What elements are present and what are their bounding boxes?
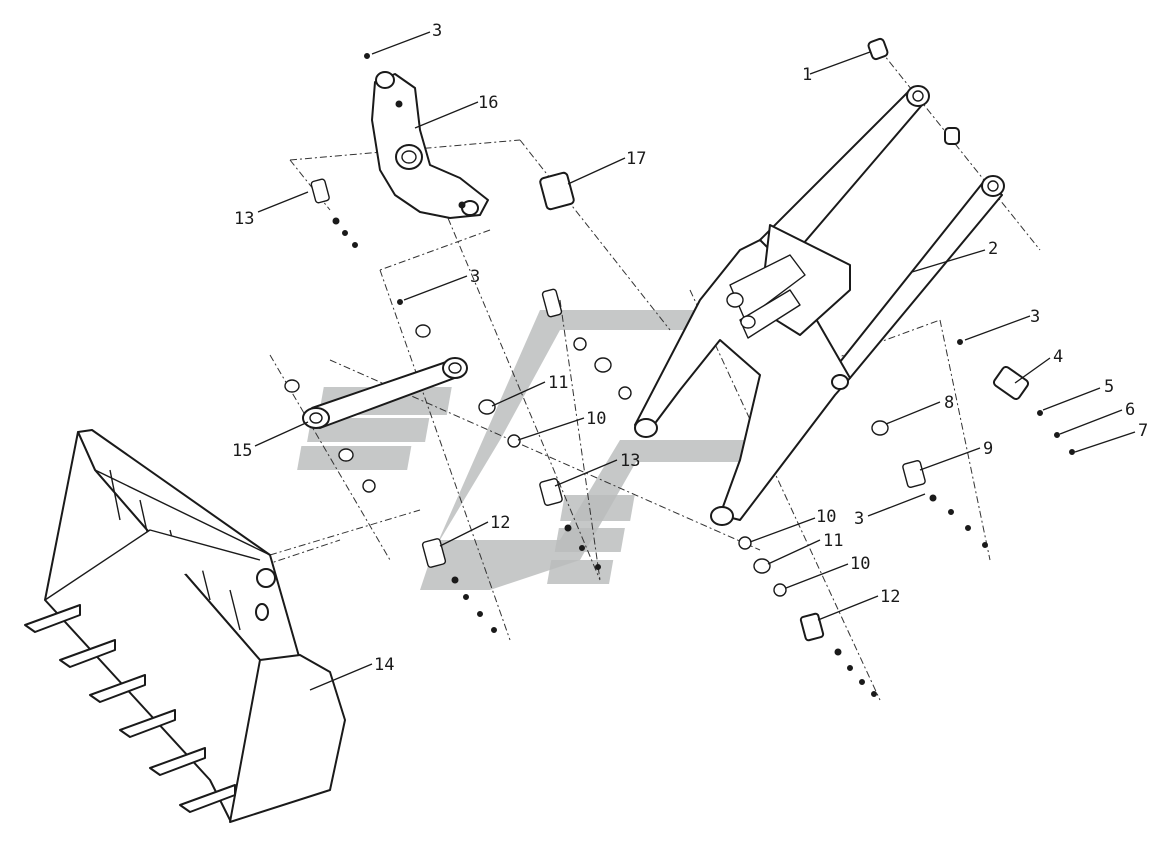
- callout-13-left: 13: [234, 209, 254, 229]
- boom-arm-icon: [634, 85, 1005, 526]
- callout-8: 8: [944, 393, 954, 413]
- callout-1: 1: [802, 65, 812, 85]
- callout-3-lower: 3: [854, 509, 864, 529]
- callout-3-right: 3: [1030, 307, 1040, 327]
- callout-11-left: 11: [548, 373, 568, 393]
- callout-3-top: 3: [432, 21, 442, 41]
- callout-11-right: 11: [823, 531, 843, 551]
- bucket-teeth: [24, 604, 236, 813]
- callout-5: 5: [1104, 377, 1114, 397]
- callout-13-mid: 13: [620, 451, 640, 471]
- callout-2: 2: [988, 239, 998, 259]
- leader-lines: [254, 31, 1136, 691]
- callout-labels: 1 2 3 16 17 13 3 3 4 5 6 7 8 9 11 10 13 …: [232, 21, 1148, 675]
- rocker-arm-icon: [371, 71, 489, 219]
- callout-3-mid: 3: [470, 267, 480, 287]
- callout-9: 9: [983, 439, 993, 459]
- callout-15: 15: [232, 441, 252, 461]
- callout-16: 16: [478, 93, 498, 113]
- bucket-icon: [24, 429, 346, 823]
- callout-12-left: 12: [490, 513, 510, 533]
- callout-6: 6: [1125, 400, 1135, 420]
- callout-12-right: 12: [880, 587, 900, 607]
- assembly-axes: [249, 49, 1041, 701]
- callout-10-right-top: 10: [816, 507, 836, 527]
- callout-14: 14: [374, 655, 394, 675]
- link-rod-icon: [302, 357, 468, 429]
- callout-10-left: 10: [586, 409, 606, 429]
- callout-10-right-bottom: 10: [850, 554, 870, 574]
- callout-7: 7: [1138, 421, 1148, 441]
- callout-17: 17: [626, 149, 646, 169]
- small-parts: [284, 37, 1075, 697]
- callout-4: 4: [1053, 347, 1063, 367]
